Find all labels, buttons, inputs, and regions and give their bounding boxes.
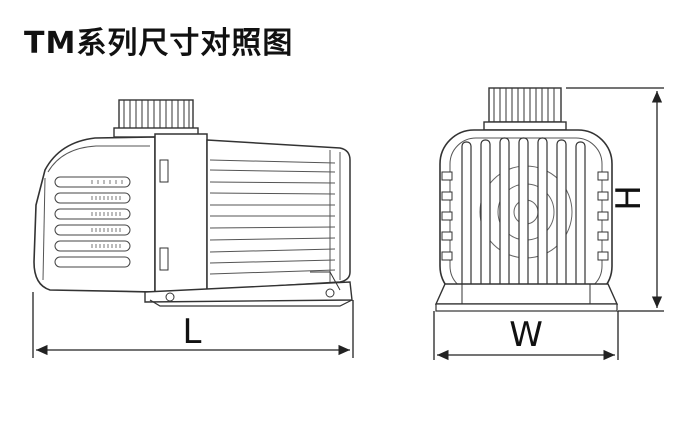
side-grille-hatch <box>91 180 123 248</box>
front-outlet-thread <box>483 87 567 131</box>
diagram-title: TM系列尺寸对照图 <box>24 26 294 61</box>
side-intake-slots <box>54 176 131 268</box>
front-view-pump <box>434 87 619 312</box>
height-label: H <box>609 185 649 211</box>
side-view-pump <box>33 99 353 307</box>
length-label: L <box>183 312 202 352</box>
front-grille-bars <box>461 137 586 293</box>
length-dimension <box>32 292 354 358</box>
width-label: W <box>509 315 543 355</box>
side-motor-body <box>206 139 351 291</box>
side-motor-fins <box>209 150 341 282</box>
height-dimension <box>566 87 664 312</box>
front-side-clips <box>441 171 609 261</box>
width-dimension <box>433 311 619 361</box>
side-outlet-thread <box>113 99 199 138</box>
